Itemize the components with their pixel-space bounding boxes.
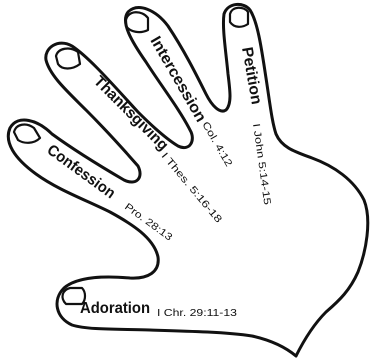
- adoration-reference: I Chr. 29:11-13: [157, 308, 238, 319]
- adoration-label: Adoration: [80, 300, 150, 317]
- thanksgiving-label: Thanksgiving: [90, 73, 171, 154]
- ring-finger-nail: [126, 12, 148, 32]
- middle-finger-nail: [56, 49, 80, 69]
- pinky-nail: [230, 8, 248, 27]
- index-finger-nail: [14, 125, 40, 143]
- confession-label: Confession: [44, 141, 119, 202]
- thanksgiving-reference: I Thes. 5:16-18: [159, 151, 224, 226]
- petition-reference: I John 5:14-15: [250, 123, 272, 206]
- intercession-reference: Col. 4:12: [199, 120, 234, 169]
